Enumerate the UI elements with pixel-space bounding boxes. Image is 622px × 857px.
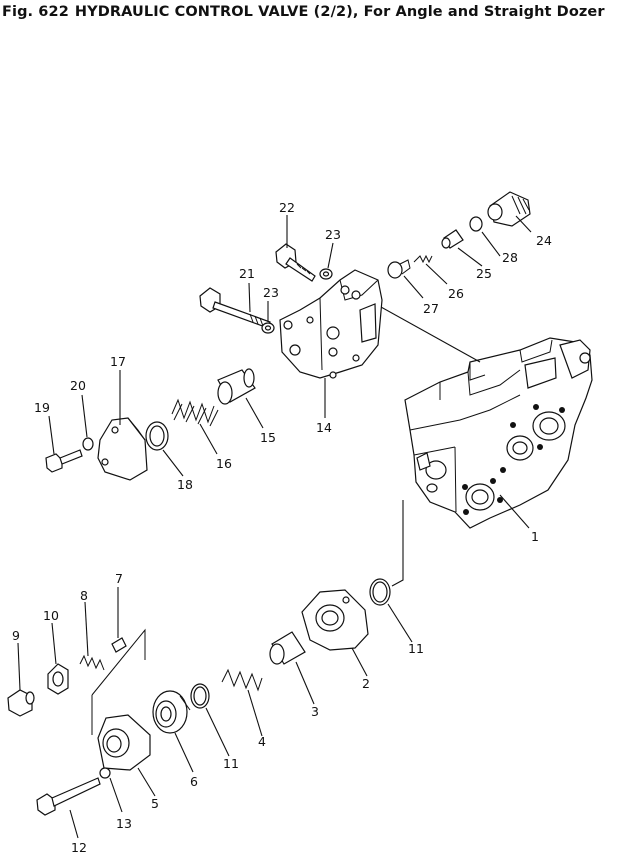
- callout-15: 15: [260, 430, 276, 445]
- callout-11-right: 11: [408, 641, 424, 656]
- callout-20: 20: [70, 378, 86, 393]
- callout-5: 5: [151, 796, 159, 811]
- callout-19: 19: [34, 400, 50, 415]
- callout-17: 17: [110, 354, 126, 369]
- part-1-valve-body: [404, 337, 593, 529]
- figure-title: ▔▔▔▔ ▔▔ ▔▔▔ ▔▔ ▔▔ ▔▔▔ ▔▔ ▔▔▔ ▔▔ ▔▔ ▔ ▔▔ …: [2, 0, 622, 22]
- part-18-o-ring: [145, 421, 169, 451]
- part-14-cover: [279, 269, 383, 379]
- part-19-bolt: [45, 449, 83, 473]
- callout-2: 2: [362, 676, 370, 691]
- part-13-washer: [99, 767, 111, 779]
- part-9-plug: [7, 689, 35, 717]
- part-27-poppet: [387, 259, 411, 279]
- callout-23-lower: 23: [263, 285, 279, 300]
- part-16-spring: [171, 398, 219, 427]
- part-12-bolt: [36, 777, 101, 816]
- cropped-header-text: ▔▔▔▔ ▔▔ ▔▔▔ ▔▔ ▔▔ ▔▔▔ ▔▔ ▔▔▔ ▔▔ ▔▔ ▔ ▔▔: [72, 0, 365, 2]
- part-11-o-ring-right: [369, 578, 391, 606]
- part-8-spring: [79, 654, 105, 671]
- callout-labels: 1 2 3 4 5 6 7 8 9 10 11 11 12 13 14 15 1…: [12, 200, 552, 855]
- part-2-flange: [301, 589, 369, 651]
- part-20-washer: [82, 437, 94, 451]
- callout-24: 24: [536, 233, 552, 248]
- part-10-nut: [47, 663, 69, 695]
- part-25-plunger: [441, 229, 464, 249]
- callout-26: 26: [448, 286, 464, 301]
- callout-28: 28: [502, 250, 518, 265]
- callout-11-left: 11: [223, 756, 239, 771]
- part-22-bolt: [275, 243, 316, 282]
- callout-13: 13: [116, 816, 132, 831]
- leader-line: [391, 500, 404, 587]
- part-3-sleeve: [269, 631, 306, 665]
- figure-number: Fig. 622: [2, 4, 69, 20]
- callout-1: 1: [531, 529, 539, 544]
- part-7-ball: [111, 637, 127, 653]
- leader-lines: [17, 215, 532, 839]
- part-4-spring: [221, 668, 263, 692]
- callout-27: 27: [423, 301, 439, 316]
- callout-14: 14: [316, 420, 332, 435]
- part-11-o-ring-left: [190, 683, 210, 709]
- callout-8: 8: [80, 588, 88, 603]
- callout-4: 4: [258, 734, 266, 749]
- part-21-long-bolt: [199, 287, 271, 329]
- callout-12: 12: [71, 840, 87, 855]
- callout-23-upper: 23: [325, 227, 341, 242]
- part-24-plug: [487, 191, 531, 227]
- part-17-flange: [97, 417, 148, 481]
- part-15-sleeve: [217, 368, 256, 405]
- callout-6: 6: [190, 774, 198, 789]
- callout-21: 21: [239, 266, 255, 281]
- callout-3: 3: [311, 704, 319, 719]
- callout-10: 10: [43, 608, 59, 623]
- washer-hole: [322, 271, 330, 277]
- callout-25: 25: [476, 266, 492, 281]
- part-26-spring: [413, 254, 433, 264]
- callout-16: 16: [216, 456, 232, 471]
- washer-hole: [264, 325, 272, 331]
- callout-22: 22: [279, 200, 295, 215]
- callout-7: 7: [115, 571, 123, 586]
- part-6-cap: [152, 690, 191, 734]
- part-28-o-ring: [469, 216, 483, 232]
- callout-18: 18: [177, 477, 193, 492]
- callout-9: 9: [12, 628, 20, 643]
- leader-line: [371, 301, 481, 363]
- part-5-housing: [91, 628, 151, 771]
- figure-caption: HYDRAULIC CONTROL VALVE (2/2), For Angle…: [74, 4, 605, 20]
